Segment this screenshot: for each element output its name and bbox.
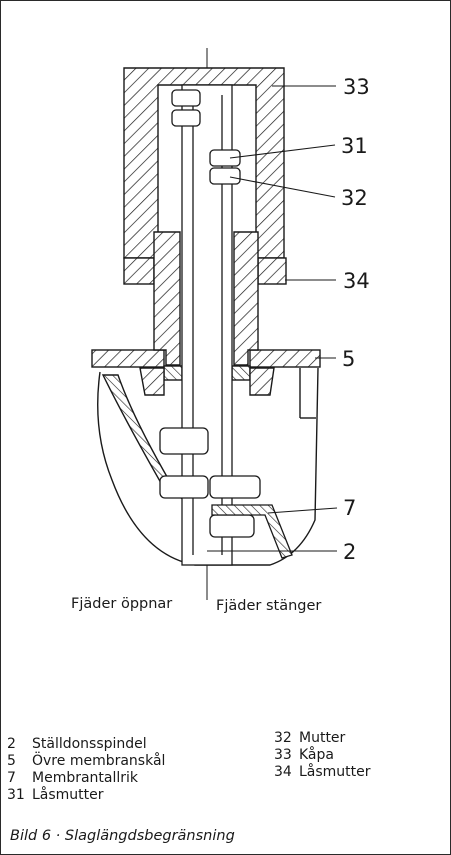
leader-lines [207,85,338,552]
callout-2: 2 [343,540,356,564]
lower-housing [97,367,319,566]
upper-nuts [171,89,201,127]
lock-nut-body [123,257,287,285]
callout-34: 34 [343,269,370,293]
callout-33: 33 [343,75,370,99]
figure-caption: Bild 6 · Slaglängdsbegränsning [10,828,235,844]
guide-sleeve [139,231,275,396]
nut-32 [209,167,241,185]
callout-5: 5 [342,347,355,371]
label-spring-closes: Fjäder stänger [216,598,321,614]
label-spring-opens: Fjäder öppnar [71,596,172,612]
callout-31: 31 [341,134,368,158]
lock-nut-31 [209,149,241,167]
callout-7: 7 [343,496,356,520]
diaphragm-plate [211,504,293,559]
callout-32: 32 [341,186,368,210]
lower-nuts [159,427,261,538]
